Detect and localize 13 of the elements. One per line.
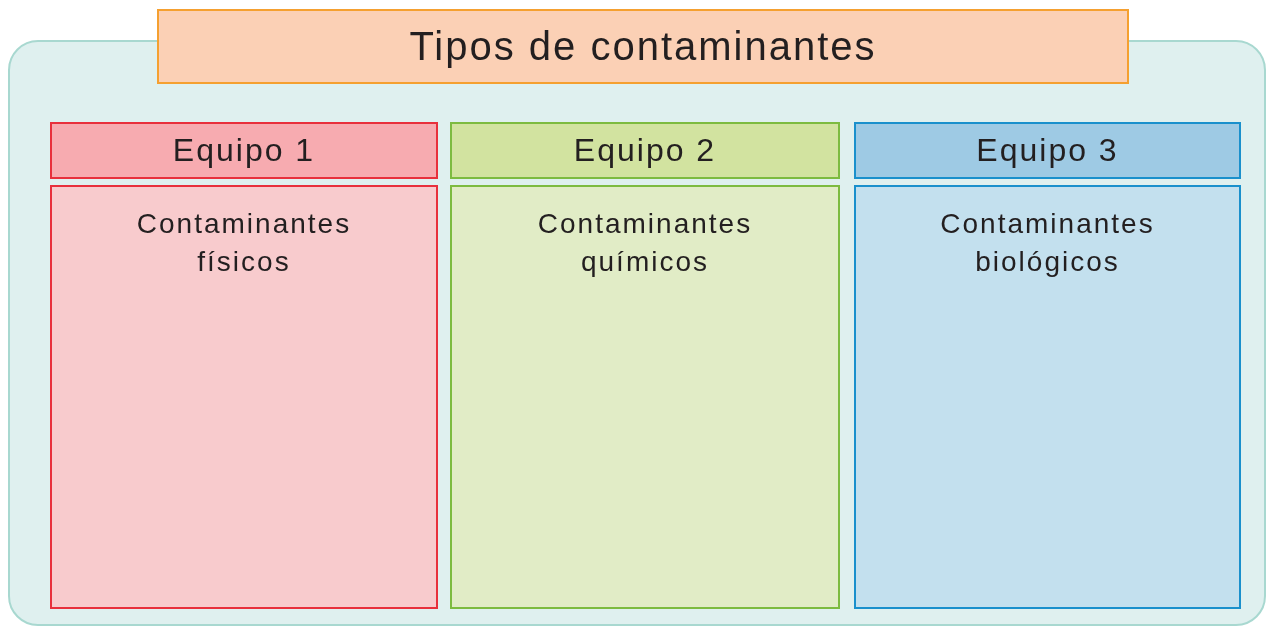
- column-header: [450, 122, 840, 179]
- column-header: [854, 122, 1241, 179]
- column-heading: Contaminantes físicos: [135, 207, 353, 279]
- header-text: Equipo 2: [573, 131, 717, 170]
- header-text: Equipo 1: [172, 131, 316, 170]
- column-heading: Contaminantes químicos: [536, 207, 754, 279]
- title-banner: Tipos de contaminantes: [157, 9, 1129, 84]
- column-header: [50, 122, 438, 179]
- column-heading: Contaminantes biológicos: [939, 207, 1156, 279]
- column-box: [450, 185, 840, 609]
- header-text: Equipo 3: [976, 131, 1119, 170]
- column-box: [50, 185, 438, 609]
- column-box: [854, 185, 1241, 609]
